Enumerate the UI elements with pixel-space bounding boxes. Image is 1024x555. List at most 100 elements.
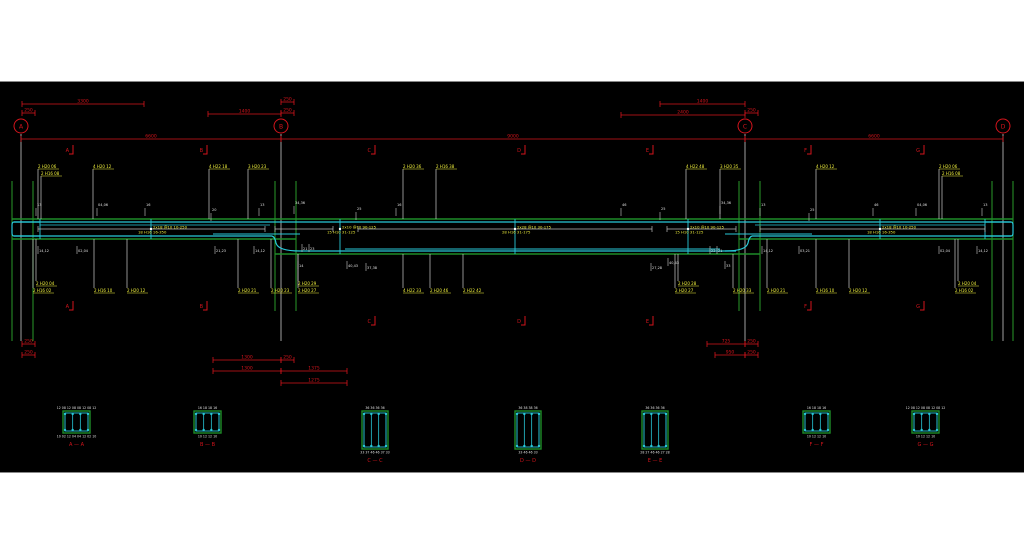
section-bottom-bar (664, 444, 668, 448)
section-top-bar (642, 412, 646, 416)
rebar-hook-left (11, 221, 40, 237)
section-bottom-bar (377, 444, 380, 448)
section-top-bar (657, 412, 660, 416)
top-bar-label: 3 H20 35 (720, 164, 739, 169)
section-top-bar-marks: 36 36 36 36 (365, 406, 384, 410)
dimension-value: 1300 (241, 366, 253, 372)
section-top-bar-marks: 16 18 18 16 (198, 406, 217, 410)
section-cut-label: B (200, 148, 204, 154)
cutoff-note-top: 13 (260, 203, 264, 207)
bottom-bar-label: 2 H20 33 (733, 288, 752, 293)
section-bottom-bar (530, 444, 533, 448)
cutoff-note-bottom: 03,21 (800, 249, 810, 253)
bottom-bar-label: 2 H20 04 (36, 281, 55, 286)
dimension-value: 250 (24, 108, 33, 114)
cutoff-note-bottom: 40,43 (669, 261, 679, 265)
section-top-bar (63, 412, 67, 416)
bottom-bar-label: 4 H22 33 (403, 288, 422, 293)
cutoff-note-bottom: 14,12 (763, 249, 773, 253)
bottom-bar-label: 2 H20 27 (298, 288, 317, 293)
section-top-bar (935, 412, 939, 416)
section-cut-label: C (368, 148, 372, 154)
section-cut-label: B (200, 304, 204, 310)
section-top-bar (202, 412, 205, 416)
cutoff-note-bottom: 23 (310, 247, 314, 251)
section-stirrup-outer (516, 412, 540, 448)
dimension-value: 725 (722, 339, 731, 345)
bottom-bar-label: 2 H20 29 (298, 281, 317, 286)
top-bar-label: 4 H22 18 (209, 164, 228, 169)
bottom-bar-label: 2 H20 21 (767, 288, 786, 293)
stirrup-marker-dot (686, 227, 690, 231)
section-concrete-outline (911, 410, 940, 434)
bottom-bar-label: 2 H20 23 (271, 288, 290, 293)
section-bottom-bar (86, 428, 90, 432)
section-bottom-bar-marks: 33 37 46 46 37 33 (360, 451, 389, 455)
section-top-bar (217, 412, 221, 416)
stirrup-count: 28 H16 31-175 (502, 230, 531, 235)
cutoff-note-top: 20 (212, 208, 216, 212)
section-bottom-bar (537, 444, 541, 448)
section-title: G — G (918, 442, 934, 448)
top-bar-label: 2 H20 06 (38, 164, 57, 169)
section-bottom-bar (63, 428, 67, 432)
section-top-bar (86, 412, 90, 416)
section-cut-label: E (646, 319, 649, 325)
dimension-value: 250 (283, 108, 292, 114)
section-concrete-outline (361, 410, 389, 450)
top-bar-label: 3 H20 23 (248, 164, 267, 169)
section-bottom-bar-marks: 10 12 12 10 (198, 435, 217, 439)
section-top-bar (811, 412, 814, 416)
cutoff-note-bottom: 33 (726, 264, 730, 268)
cutoff-note-top: 25 (357, 207, 361, 211)
section-bottom-bar (920, 428, 923, 432)
cutoff-note-top: 34,36 (721, 201, 731, 205)
section-top-bar (71, 412, 74, 416)
dimension-value: 250 (283, 97, 292, 103)
dimension-value: 1275 (308, 378, 320, 384)
section-top-bar (79, 412, 82, 416)
cutoff-note-bottom: 21,23 (216, 249, 226, 253)
section-cut-arrow (649, 145, 654, 155)
section-top-bar-marks: 16 18 18 16 (807, 406, 826, 410)
grid-bubble-C (737, 118, 753, 134)
section-top-bar (920, 412, 923, 416)
section-top-bar (515, 412, 519, 416)
section-stirrup-outer (804, 412, 829, 432)
section-cut-arrow (807, 145, 812, 155)
section-top-bar (384, 412, 388, 416)
cutoff-note-bottom: 40,43 (348, 264, 358, 268)
dimension-value: 6600 (868, 134, 880, 140)
grid-axis-label: D (1001, 124, 1006, 131)
cutoff-note-bottom: 14,12 (255, 249, 265, 253)
dimension-value: 250 (747, 350, 756, 356)
section-cut-label: A (66, 148, 70, 154)
cutoff-note-bottom: 37,38 (367, 266, 377, 270)
section-concrete-outline (62, 410, 91, 434)
stirrup-marker-dot (878, 227, 882, 231)
span-dimensions: 6600 9000 6600 (20, 134, 1004, 142)
top-bar-label: 2 H16 08 (942, 171, 961, 176)
section-stirrup-outer (913, 412, 938, 432)
dimension-value: 9000 (507, 134, 519, 140)
rebar-bend-c (724, 235, 753, 252)
bottom-bar-label: 2 H20 12 (127, 288, 146, 293)
section-cut-label: F (804, 304, 807, 310)
section-bottom-bar-marks: 10 02 12 04 04 12 02 10 (57, 435, 97, 439)
section-bottom-bar (210, 428, 213, 432)
bottom-bar-label: 2 H20 12 (849, 288, 868, 293)
dimension-value: 6600 (145, 134, 157, 140)
dimension-value: 250 (24, 339, 33, 345)
cutoff-note-bottom: 14,12 (978, 249, 988, 253)
grid-bubble-B (273, 118, 289, 134)
dimension-value: 250 (747, 108, 756, 114)
section-concrete-outline (641, 410, 669, 450)
cutoff-note-top: 04,06 (98, 203, 108, 207)
stirrup-spec: 2x18 @10 10-250 (153, 225, 188, 230)
cutoff-note-bottom: 21 (718, 249, 722, 253)
